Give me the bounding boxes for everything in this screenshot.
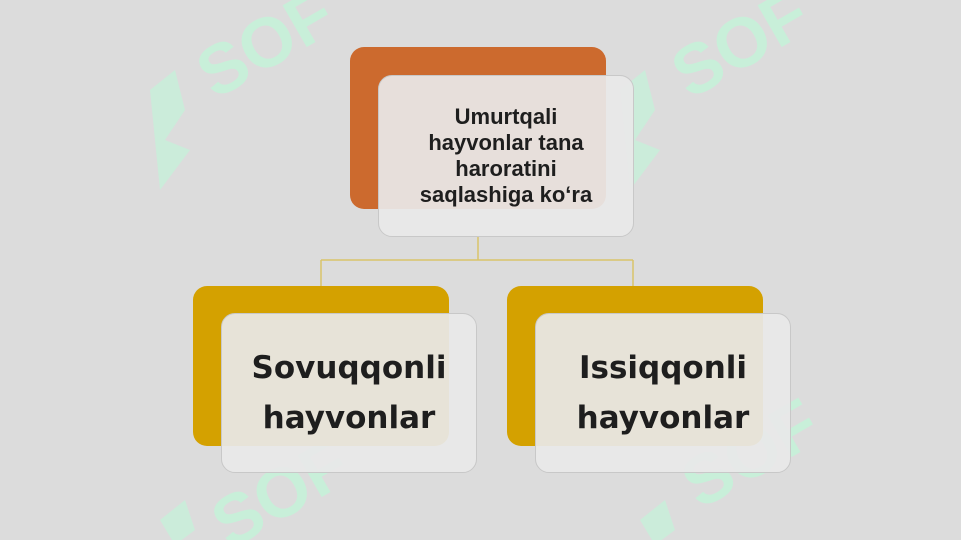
connector-root-to-children bbox=[320, 237, 634, 286]
root-node-line: Umurtqali bbox=[454, 104, 558, 129]
root-node-line: saqlashiga ko‘ra bbox=[419, 182, 593, 207]
child-node-line: Sovuqqonli bbox=[251, 350, 447, 386]
child-node-cold-label: Sovuqqonli hayvonlar bbox=[252, 343, 447, 443]
root-node: Umurtqali hayvonlar tana haroratini saql… bbox=[378, 75, 634, 237]
child-node-line: hayvonlar bbox=[576, 400, 750, 436]
root-node-line: hayvonlar tana bbox=[428, 130, 584, 155]
child-node-line: hayvonlar bbox=[262, 400, 436, 436]
child-node-line: Issiqqonli bbox=[578, 350, 748, 386]
root-node-label: Umurtqali hayvonlar tana haroratini saql… bbox=[420, 104, 592, 208]
child-node-warm-blooded: Issiqqonli hayvonlar bbox=[535, 313, 791, 473]
child-node-cold-blooded: Sovuqqonli hayvonlar bbox=[221, 313, 477, 473]
child-node-warm-label: Issiqqonli hayvonlar bbox=[577, 343, 750, 443]
root-node-line: haroratini bbox=[455, 156, 557, 181]
